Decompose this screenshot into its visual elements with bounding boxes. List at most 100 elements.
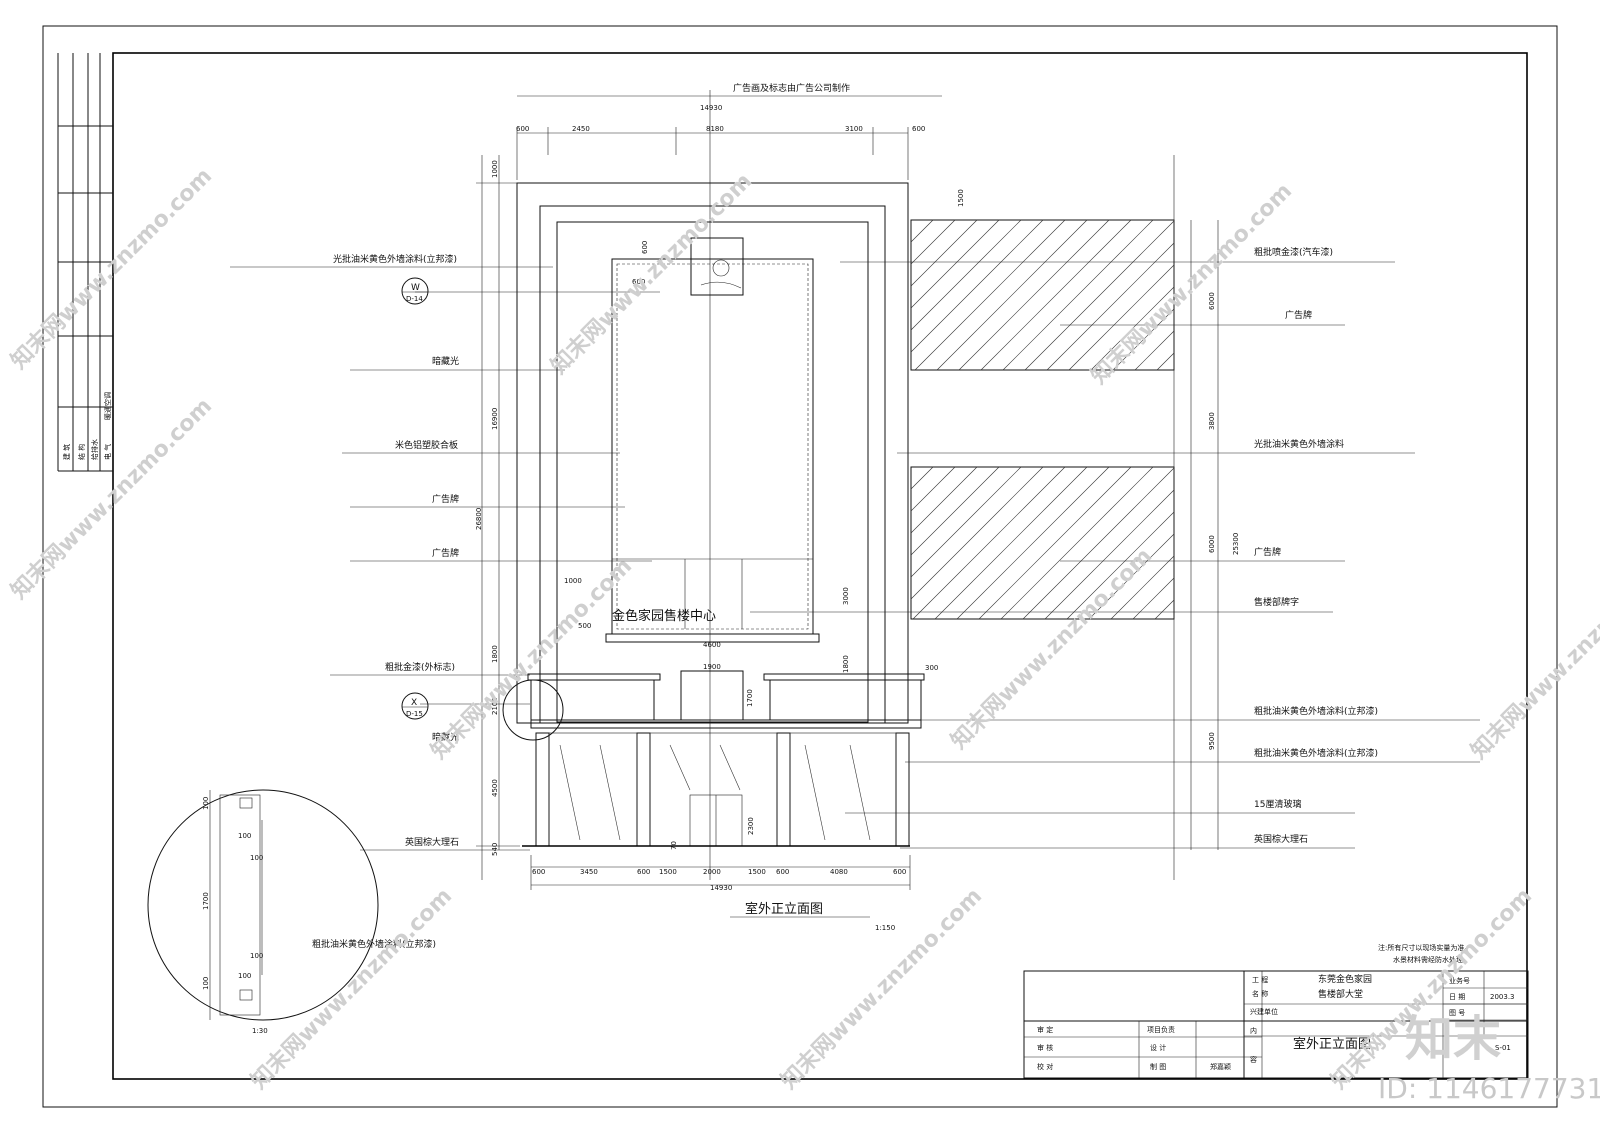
date-value: 2003.3 (1490, 993, 1515, 1001)
left-label-7: 英国棕大理石 (405, 836, 459, 848)
dim-top-2: 8180 (706, 125, 724, 133)
hatch-line (956, 466, 1110, 620)
role-0: 审 定 (1037, 1025, 1053, 1034)
hatch-line (1000, 466, 1154, 620)
watermark-2: 知末网www.znzmo.com (546, 168, 757, 379)
dim-inner-7: 3000 (842, 587, 850, 605)
dim-right-2: 6000 (1208, 535, 1216, 553)
dim-left-0: 1000 (491, 160, 499, 178)
note-1: 水景材料需经防水处理。 (1393, 955, 1470, 964)
callout-x-letter: X (411, 698, 417, 708)
hatch-line (914, 219, 1066, 371)
dim-bottom-7: 4080 (830, 868, 848, 876)
hatch-line (910, 219, 1044, 353)
dim-bottom-2: 600 (637, 868, 650, 876)
dim-inner-1: 600 (632, 278, 645, 286)
top-dimensions (516, 90, 942, 880)
hatch-line (910, 466, 956, 512)
left-dimensions (476, 155, 520, 880)
dim-bottom-3: 1500 (659, 868, 677, 876)
left-label-1: 暗藏光 (432, 355, 459, 367)
watermark-4: 知末网www.znzmo.com (6, 393, 217, 604)
left-label-0: 光批油米黄色外墙涂料(立邦漆) (333, 253, 457, 265)
dim-bottom-0: 600 (532, 868, 545, 876)
right-label-1: 广告牌 (1285, 309, 1312, 321)
right-leaders (750, 261, 1480, 849)
sign-plaque (680, 670, 744, 721)
dim-bottom-6: 600 (776, 868, 789, 876)
hatch-line (910, 466, 934, 490)
logo-box (690, 237, 744, 296)
content-label-1: 容 (1250, 1055, 1257, 1064)
hatch-line (1088, 533, 1175, 620)
left-leaders (230, 266, 660, 851)
dim-inner-5: 1900 (703, 663, 721, 671)
title-block (1023, 970, 1529, 1079)
job-no-label: 业务号 (1449, 976, 1470, 985)
hatch-line (910, 219, 934, 243)
watermark-6: 知末网www.znzmo.com (946, 543, 1157, 754)
dim-bottom-8: 600 (893, 868, 906, 876)
sheet-no: S-01 (1495, 1044, 1511, 1052)
detail-marker-circle (502, 679, 564, 741)
hatch-lower (910, 466, 1175, 620)
detail-dim-4: 100 (250, 952, 263, 960)
left-margin-strip (57, 53, 113, 472)
hatch-line (1090, 286, 1175, 371)
hatch-line (1156, 352, 1175, 371)
project-label-1: 名 称 (1252, 989, 1268, 998)
watermark-5: 知末网www.znzmo.com (426, 553, 637, 764)
hatch-line (910, 466, 1044, 600)
watermark-3: 知末网www.znzmo.com (1086, 178, 1297, 389)
hatch-line (1068, 264, 1175, 371)
margin-stamp-0: 建 筑 (62, 444, 71, 460)
brand-logo: 知末 (1405, 1011, 1501, 1067)
hatch-line (910, 219, 1022, 331)
bottom-dimensions (530, 855, 911, 918)
content-label-0: 内 (1250, 1026, 1257, 1035)
margin-stamp-4: 暖通空调 (103, 392, 112, 420)
hatch-line (910, 219, 1000, 309)
sign-text: 金色家园售楼中心 (612, 608, 716, 624)
hatch-line (1044, 489, 1175, 620)
dim-left-6: 540 (491, 843, 499, 856)
dim-left-4: 2100 (491, 697, 499, 715)
hatch-line (910, 466, 1022, 578)
drawing-title: 室外正立面图 (745, 901, 823, 917)
callout-x (401, 692, 429, 720)
dim-inner-9: 300 (925, 664, 938, 672)
dim-top-3: 3100 (845, 125, 863, 133)
project-name-0: 东莞金色家园 (1318, 973, 1372, 985)
dim-left-3: 1800 (491, 645, 499, 663)
role-1: 审 核 (1037, 1043, 1053, 1052)
hatch-line (1154, 599, 1175, 620)
hatch-line (910, 219, 978, 287)
image-id: ID: 1146177731 (1378, 1072, 1600, 1105)
right-label-3: 广告牌 (1254, 546, 1281, 558)
dim-inner-4: 4600 (703, 641, 721, 649)
dim-bottom-1: 3450 (580, 868, 598, 876)
hatch-line (1022, 467, 1175, 620)
detail-dim-6: 100 (202, 977, 210, 990)
hatch-line (934, 466, 1088, 620)
detail-dim-3: 1700 (202, 892, 210, 910)
hatch-line (1066, 511, 1175, 620)
note-0: 注:所有尺寸以现场实量为准。 (1378, 943, 1471, 952)
right-label-5: 粗批油米黄色外墙涂料(立邦漆) (1254, 705, 1378, 717)
role2-2: 制 图 (1150, 1062, 1166, 1071)
right-label-6: 粗批油米黄色外墙涂料(立邦漆) (1254, 747, 1378, 759)
inner-border (112, 52, 1528, 1080)
dim-bottom-total: 14930 (710, 884, 732, 892)
watermark-1: 知末网www.znzmo.com (6, 163, 217, 374)
right-hatched-panels (910, 155, 1219, 880)
builder-label: 兴建单位 (1250, 1007, 1278, 1016)
sun-logo-icon (712, 259, 730, 277)
drafter-name: 郑嘉颖 (1210, 1062, 1231, 1071)
hatch-line (1110, 555, 1175, 620)
dim-inner-0: 600 (641, 241, 649, 254)
hatch-line (910, 466, 1000, 556)
right-label-4: 售楼部牌字 (1254, 596, 1299, 608)
dim-left-2: 26800 (475, 508, 483, 530)
dim-bottom-4: 2000 (703, 868, 721, 876)
